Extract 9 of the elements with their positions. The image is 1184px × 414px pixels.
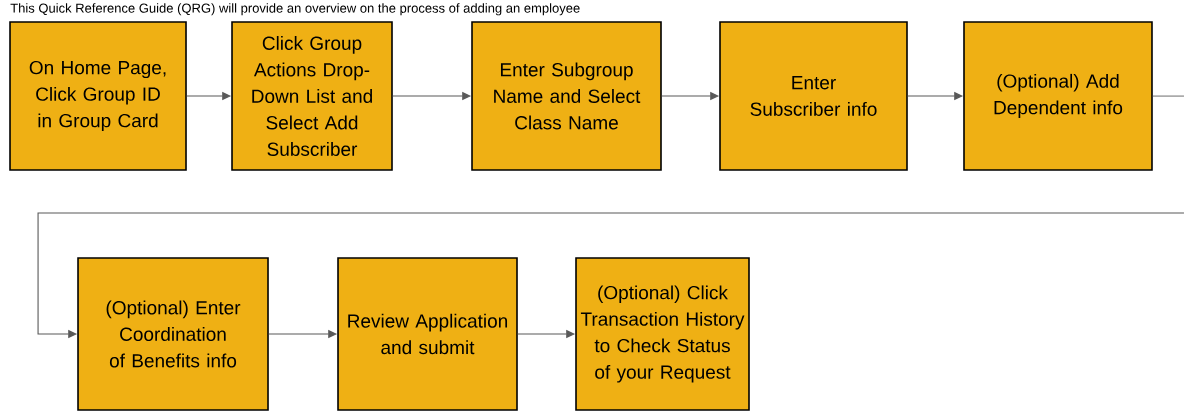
process-box: Enter Subscriber info xyxy=(719,21,908,171)
process-box: Enter Subgroup Name and Select Class Name xyxy=(471,21,662,171)
heading-text: This Quick Reference Guide (QRG) will provide an overview on the process of adding an employee xyxy=(10,3,580,16)
process-box: Click Group Actions Drop-Down List and Select Add Subscriber xyxy=(231,21,393,171)
process-box: Review Application and submit xyxy=(337,257,518,411)
process-box: (Optional) Add Dependent info xyxy=(963,21,1153,171)
process-box: (Optional) Click Transaction History to Check Status of your Request xyxy=(575,257,750,411)
process-box: (Optional) Enter Coordination of Benefits info xyxy=(77,257,269,411)
process-box: On Home Page, Click Group ID in Group Card xyxy=(9,21,187,171)
